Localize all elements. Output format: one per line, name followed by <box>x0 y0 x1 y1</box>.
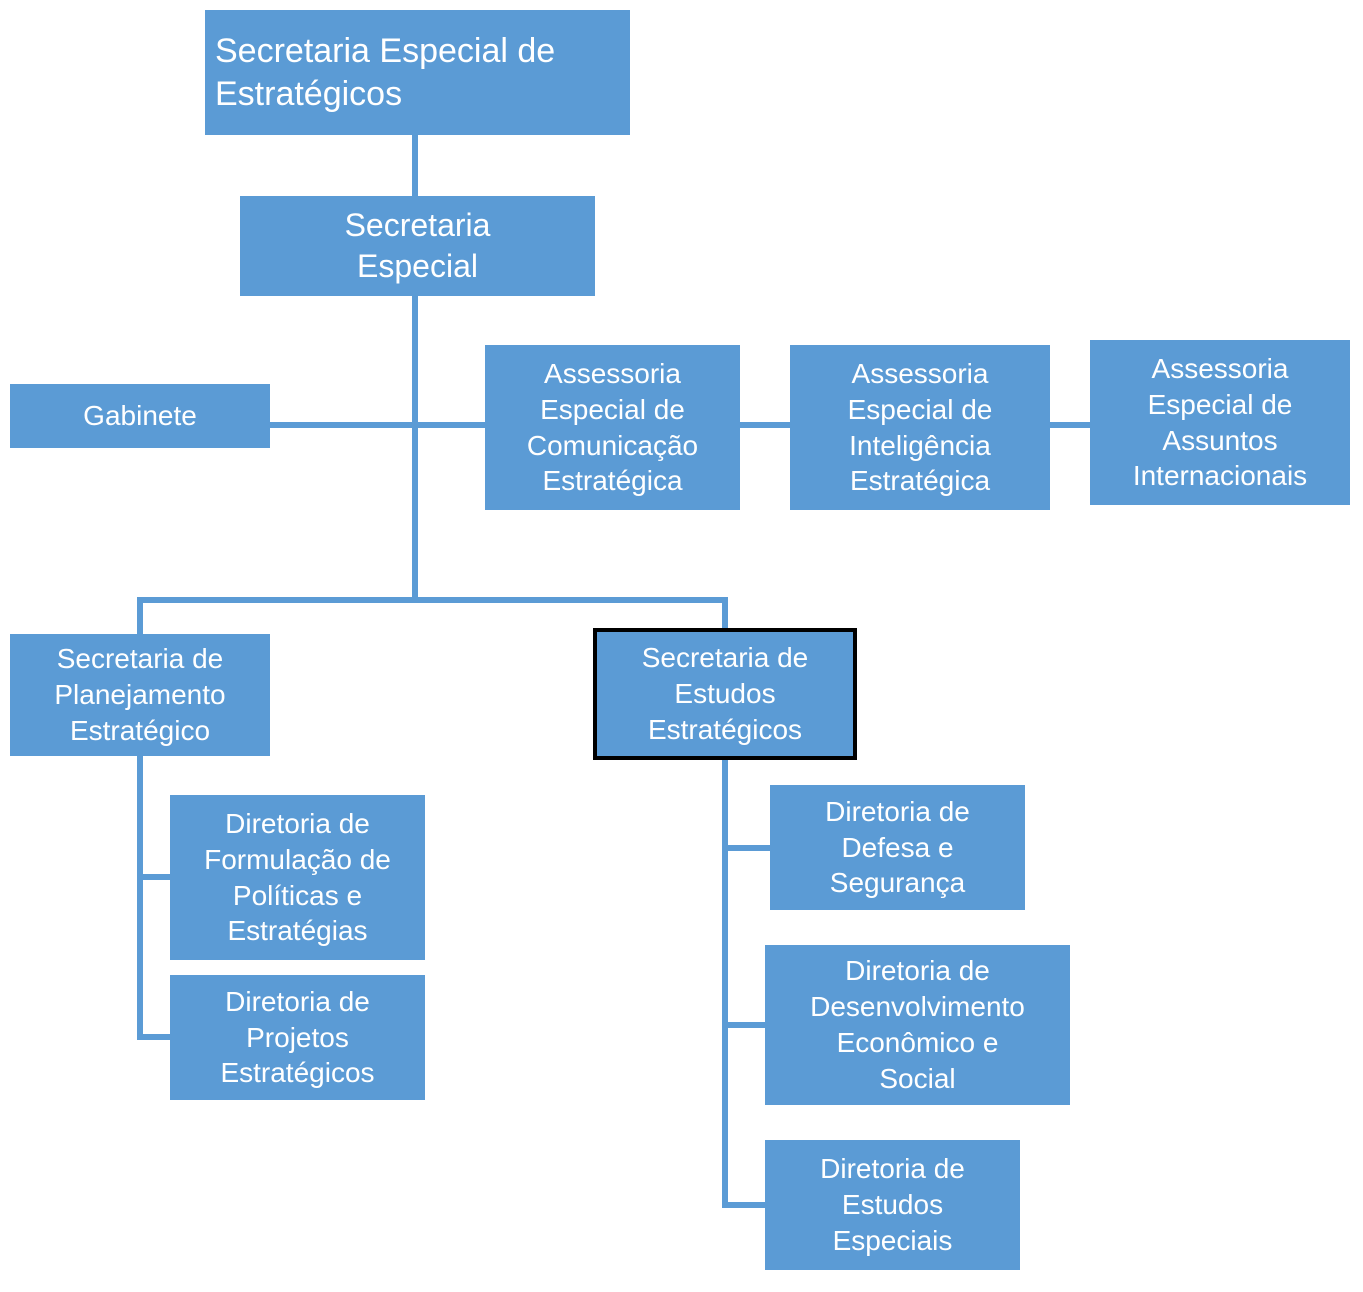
node-diretoria-formulacao[interactable]: Diretoria de Formulação de Políticas e E… <box>170 795 425 960</box>
node-secretaria-planejamento[interactable]: Secretaria de Planejamento Estratégico <box>10 634 270 756</box>
node-label: Assessoria Especial de Inteligência Estr… <box>847 357 993 497</box>
connector-stub-desenvolvimento <box>722 1022 765 1028</box>
node-assessoria-inteligencia[interactable]: Assessoria Especial de Inteligência Estr… <box>790 345 1050 510</box>
node-label: Secretaria de Planejamento Estratégico <box>54 643 226 746</box>
connector-assessoria-2-3 <box>1050 422 1090 428</box>
node-diretoria-defesa[interactable]: Diretoria de Defesa e Segurança <box>770 785 1025 910</box>
node-secretaria-especial-de-estrategicos[interactable]: Secretaria Especial de Estratégicos <box>205 10 630 135</box>
node-label: Secretaria Especial de Estratégicos <box>215 32 556 113</box>
node-label: Secretaria de Estudos Estratégicos <box>641 642 809 745</box>
node-secretaria-estudos[interactable]: Secretaria de Estudos Estratégicos <box>593 628 857 760</box>
connector-planejamento-children-trunk <box>137 756 143 1040</box>
connector-stub-estudos-especiais <box>722 1202 765 1208</box>
node-label: Diretoria de Projetos Estratégicos <box>220 985 375 1089</box>
connector-assessoria-1-2 <box>740 422 790 428</box>
node-label: Diretoria de Formulação de Políticas e E… <box>204 807 391 947</box>
connector-stub-formulacao <box>137 874 170 880</box>
node-label: Secretaria Especial <box>344 207 491 284</box>
connector-branch-to-planejamento <box>137 597 143 634</box>
connector-estudos-children-trunk <box>722 760 728 1208</box>
connector-stub-defesa <box>722 845 770 851</box>
node-label: Diretoria de Desenvolvimento Econômico e… <box>810 955 1025 1094</box>
connector-branch-horizontal <box>137 597 728 603</box>
node-diretoria-projetos[interactable]: Diretoria de Projetos Estratégicos <box>170 975 425 1100</box>
node-secretaria-especial[interactable]: Secretaria Especial <box>240 196 595 296</box>
node-label: Assessoria Especial de Assuntos Internac… <box>1132 352 1308 492</box>
node-diretoria-estudos-especiais[interactable]: Diretoria de Estudos Especiais <box>765 1140 1020 1270</box>
node-gabinete[interactable]: Gabinete <box>10 384 270 448</box>
node-assessoria-comunicacao[interactable]: Assessoria Especial de Comunicação Estra… <box>485 345 740 510</box>
node-label: Gabinete <box>83 400 197 432</box>
connector-branch-to-estudos <box>722 597 728 630</box>
connector-root-to-secretaria-especial <box>412 135 418 196</box>
connector-secretaria-especial-trunk <box>412 296 418 603</box>
node-assessoria-internacionais[interactable]: Assessoria Especial de Assuntos Internac… <box>1090 340 1350 505</box>
node-diretoria-desenvolvimento[interactable]: Diretoria de Desenvolvimento Econômico e… <box>765 945 1070 1105</box>
node-label: Assessoria Especial de Comunicação Estra… <box>526 357 699 497</box>
connector-stub-projetos <box>137 1034 170 1040</box>
connector-gabinete-to-assessoria <box>270 422 485 428</box>
node-label: Diretoria de Defesa e Segurança <box>825 795 970 899</box>
node-label: Diretoria de Estudos Especiais <box>820 1153 965 1256</box>
